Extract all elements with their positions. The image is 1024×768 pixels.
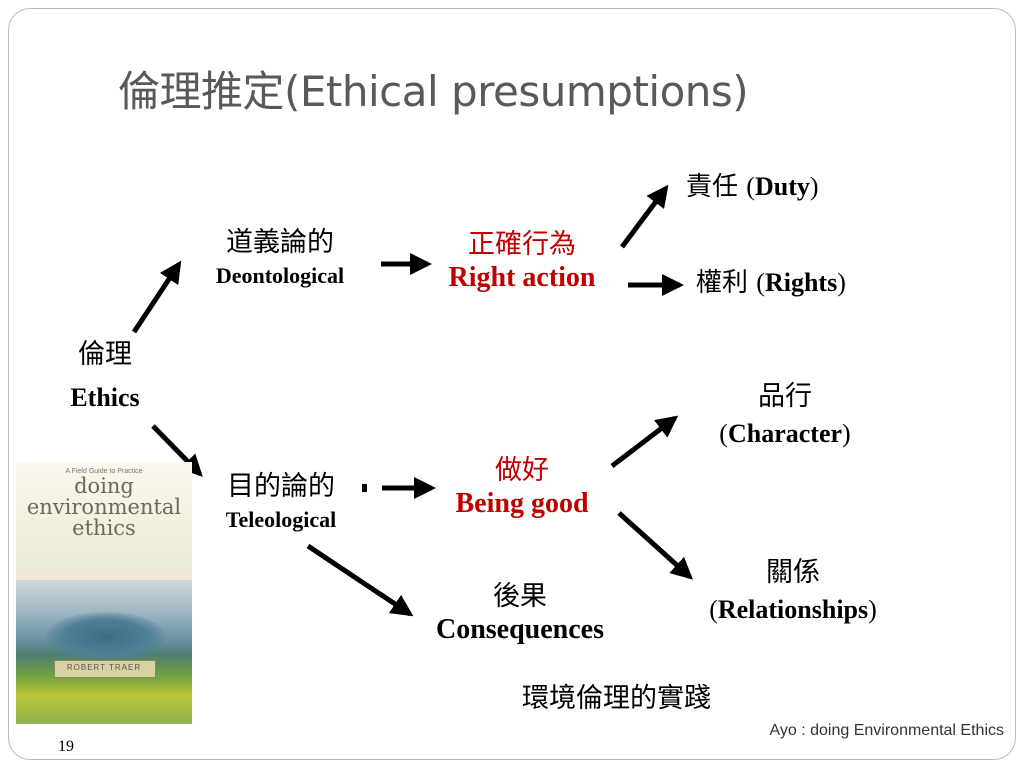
book-author-band <box>54 660 156 678</box>
node-rights: 權利 (Rights) <box>696 262 846 299</box>
dash-mark <box>362 484 367 492</box>
node-character-cn: 品行 <box>758 381 812 412</box>
node-right-action: 正確行為 Right action <box>424 228 620 294</box>
node-character-en: Character <box>727 419 843 448</box>
book-cover-tree <box>46 612 166 662</box>
book-title-line: doing <box>74 474 134 498</box>
node-ethics-cn: 倫理 <box>78 339 132 370</box>
node-teleological: 目的論的 Teleological <box>196 470 366 536</box>
node-duty-open: ( <box>746 172 755 201</box>
node-being-good: 做好 Being good <box>430 454 614 520</box>
node-being-good-cn: 做好 <box>495 455 549 486</box>
caption: 環境倫理的實踐 <box>522 683 711 714</box>
node-consequences-cn: 後果 <box>493 581 547 612</box>
node-relationships-open: ( <box>709 595 718 624</box>
book-title: doing environmental ethics <box>16 476 192 539</box>
node-duty-close: ) <box>809 172 819 201</box>
node-relationships: 關係 (Relationships) <box>680 556 906 626</box>
node-ethics-en: Ethics <box>70 383 140 412</box>
book-cover-image: A Field Guide to Practice doing environm… <box>16 462 192 724</box>
book-title-line: environmental <box>26 495 182 519</box>
node-rights-en: Rights <box>764 268 838 297</box>
node-deontological-cn: 道義論的 <box>226 227 334 258</box>
arrow-ethics-to-deontological <box>131 260 182 334</box>
page-number: 19 <box>58 738 74 755</box>
node-right-action-cn: 正確行為 <box>468 229 576 260</box>
arrow-being-good-to-relationships <box>617 511 693 580</box>
node-duty: 責任 (Duty) <box>686 166 819 203</box>
arrow-teleological-to-consequences <box>306 543 414 617</box>
node-teleological-cn: 目的論的 <box>227 471 335 502</box>
arrow-being-good-to-character <box>610 415 679 468</box>
node-relationships-close: ) <box>868 595 877 624</box>
node-duty-cn: 責任 <box>686 172 739 202</box>
node-being-good-en: Being good <box>455 488 589 519</box>
book-author: ROBERT TRAER <box>66 663 142 672</box>
node-relationships-en-row: (Relationships) <box>680 594 906 626</box>
book-cover-top <box>16 462 192 582</box>
node-relationships-en: Relationships <box>717 595 869 624</box>
node-consequences: 後果 Consequences <box>410 580 630 646</box>
node-character-close: ) <box>842 419 851 448</box>
node-deontological-en: Deontological <box>215 263 345 288</box>
node-rights-cn: 權利 <box>696 268 749 298</box>
node-deontological: 道義論的 Deontological <box>190 226 370 292</box>
node-character: 品行 (Character) <box>690 380 880 450</box>
slide-title: 倫理推定(Ethical presumptions) <box>118 67 749 116</box>
node-rights-open: ( <box>756 268 765 297</box>
book-title-line: ethics <box>72 516 136 540</box>
node-ethics: 倫理 Ethics <box>50 338 160 414</box>
node-consequences-en: Consequences <box>435 614 604 645</box>
node-character-en-row: (Character) <box>690 418 880 450</box>
node-character-open: ( <box>719 419 728 448</box>
node-rights-close: ) <box>837 268 846 297</box>
footer-source: Ayo : doing Environmental Ethics <box>769 722 1005 739</box>
node-duty-en: Duty <box>754 172 810 201</box>
node-teleological-en: Teleological <box>225 507 337 532</box>
node-relationships-cn: 關係 <box>766 557 820 588</box>
arrow-right-action-to-duty <box>619 184 669 249</box>
book-kicker: A Field Guide to Practice <box>65 468 143 475</box>
arrow-ethics-to-teleological <box>151 424 203 477</box>
node-right-action-en: Right action <box>448 262 596 293</box>
